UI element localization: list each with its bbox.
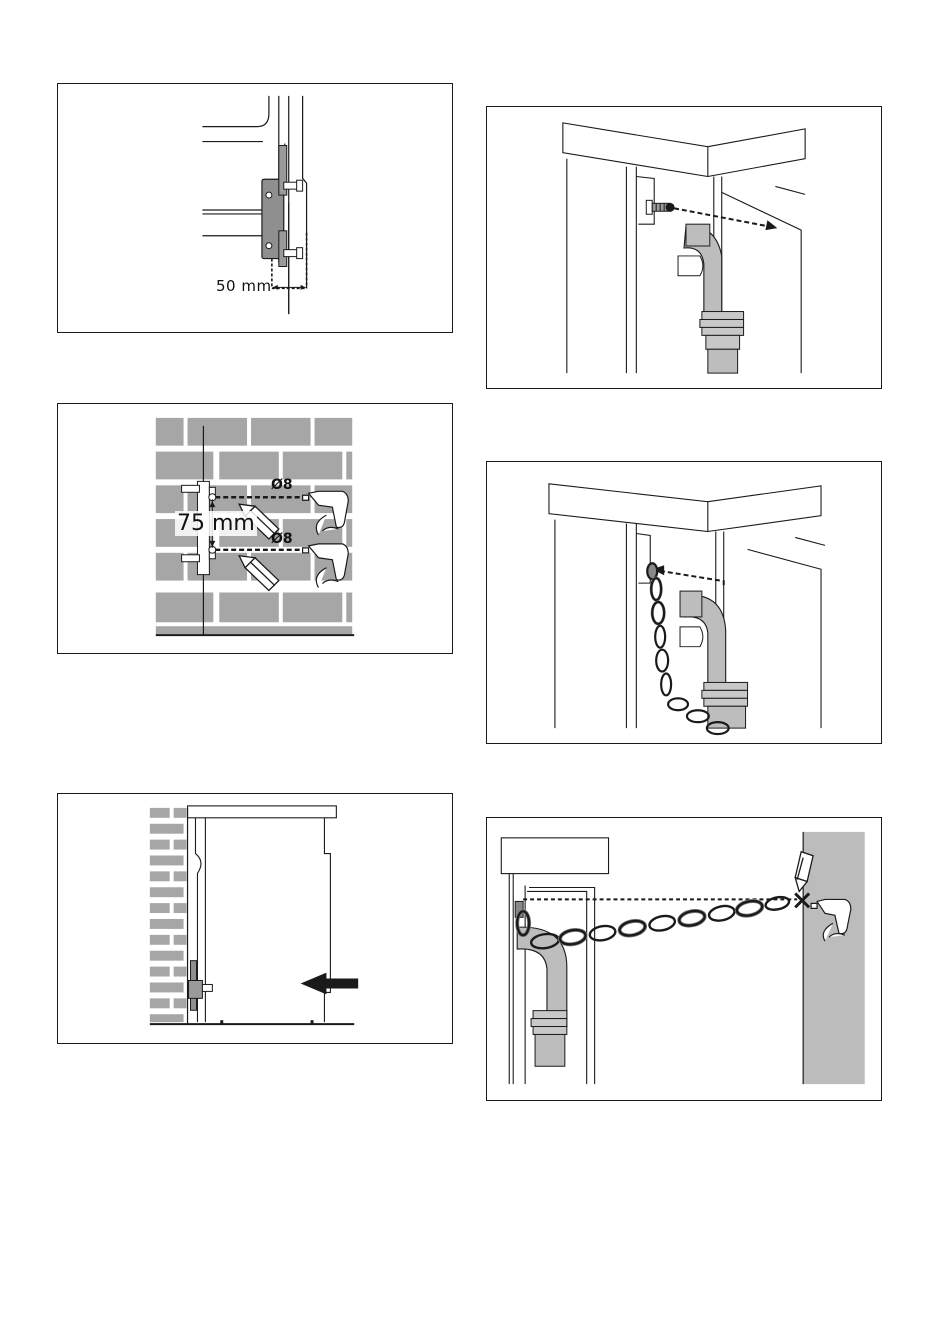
figure-wall-drilling: Ø8 Ø8 75 mm bbox=[57, 403, 453, 654]
side-wall bbox=[803, 832, 865, 1084]
screw-removal-drawing bbox=[487, 107, 881, 388]
chain-icon bbox=[517, 895, 790, 950]
chain-to-wall-drawing bbox=[487, 818, 881, 1100]
figure-push-to-wall bbox=[57, 793, 453, 1044]
brick-wall-side bbox=[150, 808, 187, 1022]
diameter-label-top: Ø8 bbox=[271, 477, 293, 493]
screw-icon bbox=[646, 200, 674, 214]
dimension-label-50mm: 50 mm bbox=[216, 277, 272, 295]
chain-attach-drawing bbox=[487, 462, 881, 743]
figure-chain-attach bbox=[486, 461, 882, 744]
figure-chain-to-wall bbox=[486, 817, 882, 1101]
figure-bracket-spacing: 50 mm bbox=[57, 83, 453, 333]
figure-screw-removal bbox=[486, 106, 882, 389]
dimension-label-75mm: 75 mm bbox=[175, 511, 257, 536]
diameter-label-bottom: Ø8 bbox=[271, 531, 293, 547]
push-arrow-icon bbox=[301, 973, 359, 995]
push-to-wall-drawing bbox=[58, 794, 452, 1043]
